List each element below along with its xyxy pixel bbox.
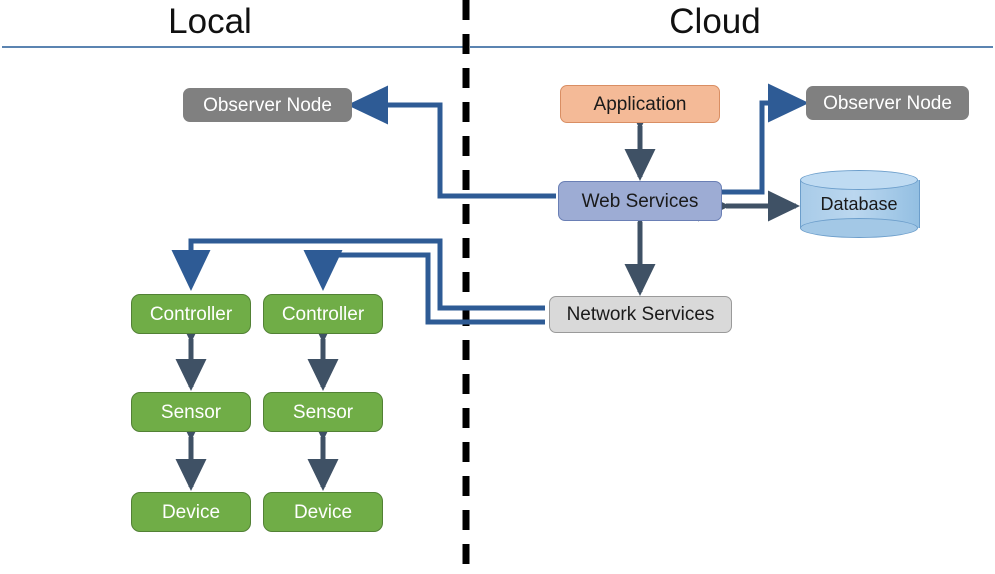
node-device-1[interactable]: Device [131, 492, 251, 532]
node-sensor-2[interactable]: Sensor [263, 392, 383, 432]
node-network-services[interactable]: Network Services [549, 296, 732, 333]
node-application[interactable]: Application [560, 85, 720, 123]
wire-webservices-to-local-observer [346, 85, 556, 199]
node-local-observer-node[interactable]: Observer Node [183, 88, 352, 122]
node-database[interactable]: Database [800, 170, 920, 238]
header-rule-local [2, 46, 464, 48]
local-cloud-divider-line [462, 0, 470, 574]
wire-networkservices-to-controller-1 [171, 238, 545, 311]
node-controller-2[interactable]: Controller [263, 294, 383, 334]
database-cylinder-top [800, 170, 918, 190]
node-controller-1[interactable]: Controller [131, 294, 251, 334]
database-cylinder-bottom [800, 218, 918, 238]
database-label: Database [820, 193, 898, 214]
node-sensor-1[interactable]: Sensor [131, 392, 251, 432]
node-web-services[interactable]: Web Services [558, 181, 722, 221]
wire-webservices-to-cloud-observer [722, 83, 810, 195]
section-title-cloud: Cloud [669, 2, 761, 41]
node-device-2[interactable]: Device [263, 492, 383, 532]
section-title-local: Local [168, 2, 252, 41]
wire-networkservices-to-controller-2 [303, 250, 545, 325]
node-cloud-observer-node[interactable]: Observer Node [806, 86, 969, 120]
header-rule-cloud [470, 46, 993, 48]
